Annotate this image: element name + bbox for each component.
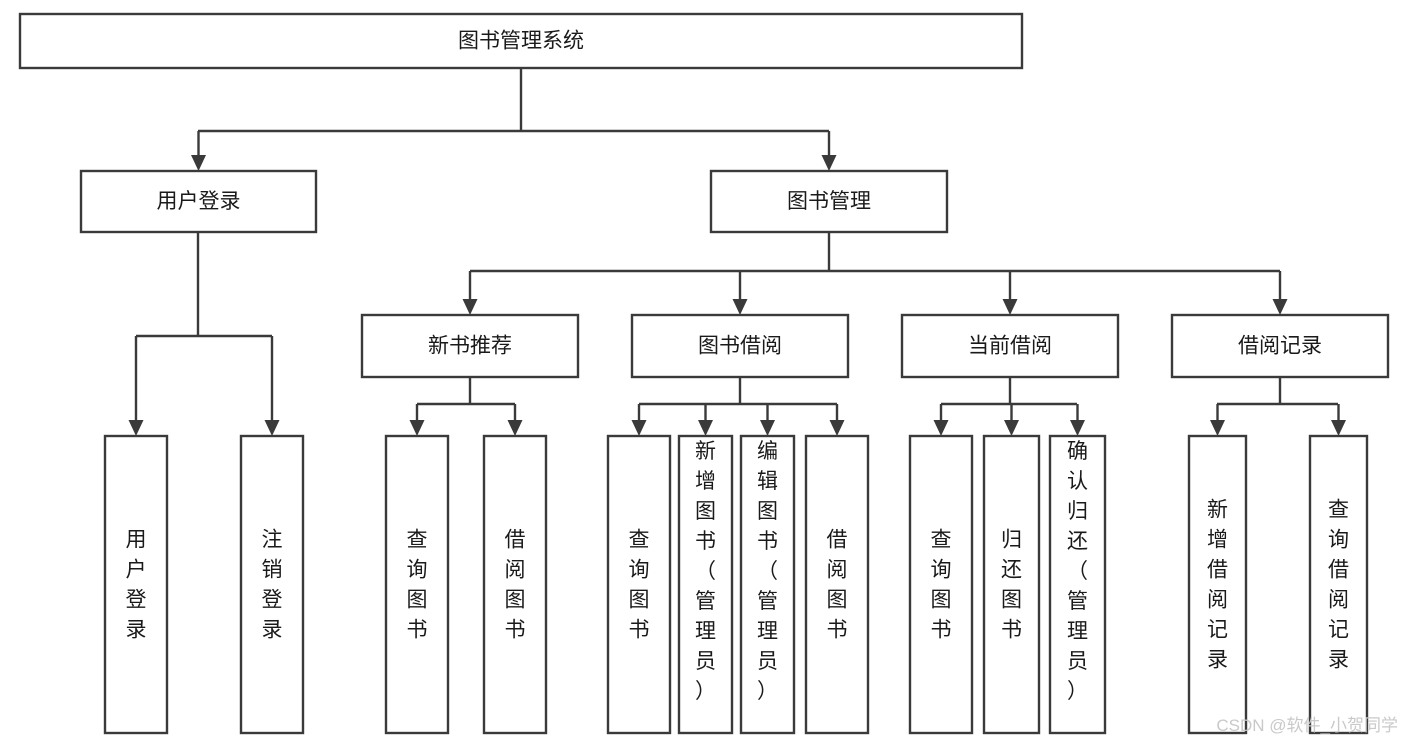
edge-book-manage-to-book-borrow-arrowhead bbox=[732, 299, 748, 315]
edge-current-borrow-to-leaf-return-book-arrowhead bbox=[1004, 420, 1019, 436]
edge-new-book-recommend-to-leaf-borrow-book-recommend-arrowhead bbox=[507, 420, 523, 436]
node-label-leaf-query-book-recommend: 查询图书 bbox=[407, 529, 428, 642]
csdn-watermark: CSDN @软件_小贺同学 bbox=[1216, 716, 1398, 735]
node-label-borrow-record: 借阅记录 bbox=[1238, 335, 1322, 358]
node-label-leaf-return-book: 归还图书 bbox=[1001, 529, 1022, 642]
node-box-user-login[interactable] bbox=[79, 169, 318, 234]
node-label-leaf-add-borrow-record: 新增借阅记录 bbox=[1207, 499, 1228, 672]
node-label-leaf-edit-book-admin: 编辑图书（管理员） bbox=[757, 440, 778, 703]
edge-book-manage-to-borrow-record-arrowhead bbox=[1272, 299, 1288, 315]
edge-current-borrow-to-leaf-query-book-current-arrowhead bbox=[933, 420, 949, 436]
edge-borrow-record-to-leaf-add-borrow-record-arrowhead bbox=[1210, 420, 1225, 436]
watermark-layer: CSDN @软件_小贺同学 bbox=[1216, 716, 1398, 735]
node-box-root[interactable] bbox=[18, 12, 1024, 70]
node-box-leaf-logout[interactable] bbox=[239, 434, 305, 735]
node-label-leaf-confirm-return-admin: 确认归还（管理员） bbox=[1067, 440, 1088, 703]
edge-current-borrow-to-leaf-confirm-return-admin-arrowhead bbox=[1070, 420, 1085, 436]
node-box-leaf-query-book-current[interactable] bbox=[908, 434, 974, 735]
node-label-book-borrow: 图书借阅 bbox=[698, 335, 782, 358]
node-box-leaf-add-book-admin[interactable] bbox=[677, 434, 734, 735]
node-box-book-borrow[interactable] bbox=[630, 313, 850, 379]
node-box-leaf-return-book[interactable] bbox=[982, 434, 1041, 735]
node-box-leaf-borrow-book[interactable] bbox=[804, 434, 870, 735]
node-box-leaf-borrow-book-recommend[interactable] bbox=[482, 434, 548, 735]
node-box-new-book-recommend[interactable] bbox=[360, 313, 580, 379]
node-label-current-borrow: 当前借阅 bbox=[968, 335, 1052, 358]
node-label-leaf-user-login: 用户登录 bbox=[126, 529, 147, 642]
node-label-leaf-query-book-current: 查询图书 bbox=[931, 529, 952, 642]
edge-user-login-to-leaf-logout-arrowhead bbox=[264, 420, 280, 436]
node-box-leaf-add-borrow-record[interactable] bbox=[1187, 434, 1248, 735]
node-box-leaf-confirm-return-admin[interactable] bbox=[1048, 434, 1107, 735]
node-label-leaf-logout: 注销登录 bbox=[262, 529, 283, 642]
node-label-leaf-borrow-book: 借阅图书 bbox=[827, 529, 848, 642]
node-box-leaf-query-book-borrow[interactable] bbox=[606, 434, 672, 735]
node-label-new-book-recommend: 新书推荐 bbox=[428, 335, 512, 358]
edge-root-to-user-login-arrowhead bbox=[191, 155, 206, 171]
edge-book-borrow-to-leaf-borrow-book-arrowhead bbox=[829, 420, 845, 436]
node-label-leaf-borrow-book-recommend: 借阅图书 bbox=[505, 529, 526, 642]
node-label-leaf-query-borrow-record: 查询借阅记录 bbox=[1328, 499, 1349, 672]
edge-borrow-record-to-leaf-query-borrow-record-arrowhead bbox=[1331, 420, 1346, 436]
node-layer: 图书管理系统用户登录图书管理新书推荐图书借阅当前借阅借阅记录用户登录注销登录查询… bbox=[18, 12, 1390, 735]
node-box-leaf-query-borrow-record[interactable] bbox=[1308, 434, 1369, 735]
node-box-borrow-record[interactable] bbox=[1170, 313, 1390, 379]
node-label-user-login: 用户登录 bbox=[157, 190, 241, 213]
node-label-leaf-query-book-borrow: 查询图书 bbox=[629, 529, 650, 642]
node-box-current-borrow[interactable] bbox=[900, 313, 1120, 379]
edge-book-borrow-to-leaf-add-book-admin-arrowhead bbox=[698, 420, 713, 436]
edge-user-login-to-leaf-user-login-arrowhead bbox=[128, 420, 144, 436]
node-label-leaf-add-book-admin: 新增图书（管理员） bbox=[695, 440, 716, 703]
node-box-leaf-query-book-recommend[interactable] bbox=[384, 434, 450, 735]
edge-book-manage-to-current-borrow-arrowhead bbox=[1002, 299, 1018, 315]
edge-book-borrow-to-leaf-edit-book-admin-arrowhead bbox=[760, 420, 775, 436]
node-box-leaf-edit-book-admin[interactable] bbox=[739, 434, 796, 735]
edge-root-to-book-manage-arrowhead bbox=[821, 155, 837, 171]
edge-book-borrow-to-leaf-query-book-borrow-arrowhead bbox=[631, 420, 647, 436]
edge-book-manage-to-new-book-recommend-arrowhead bbox=[462, 299, 478, 315]
connector-layer bbox=[128, 68, 1346, 436]
node-box-leaf-user-login[interactable] bbox=[103, 434, 169, 735]
node-label-root: 图书管理系统 bbox=[458, 30, 584, 53]
node-box-book-manage[interactable] bbox=[709, 169, 949, 234]
edge-new-book-recommend-to-leaf-query-book-recommend-arrowhead bbox=[409, 420, 425, 436]
node-label-book-manage: 图书管理 bbox=[787, 190, 871, 213]
